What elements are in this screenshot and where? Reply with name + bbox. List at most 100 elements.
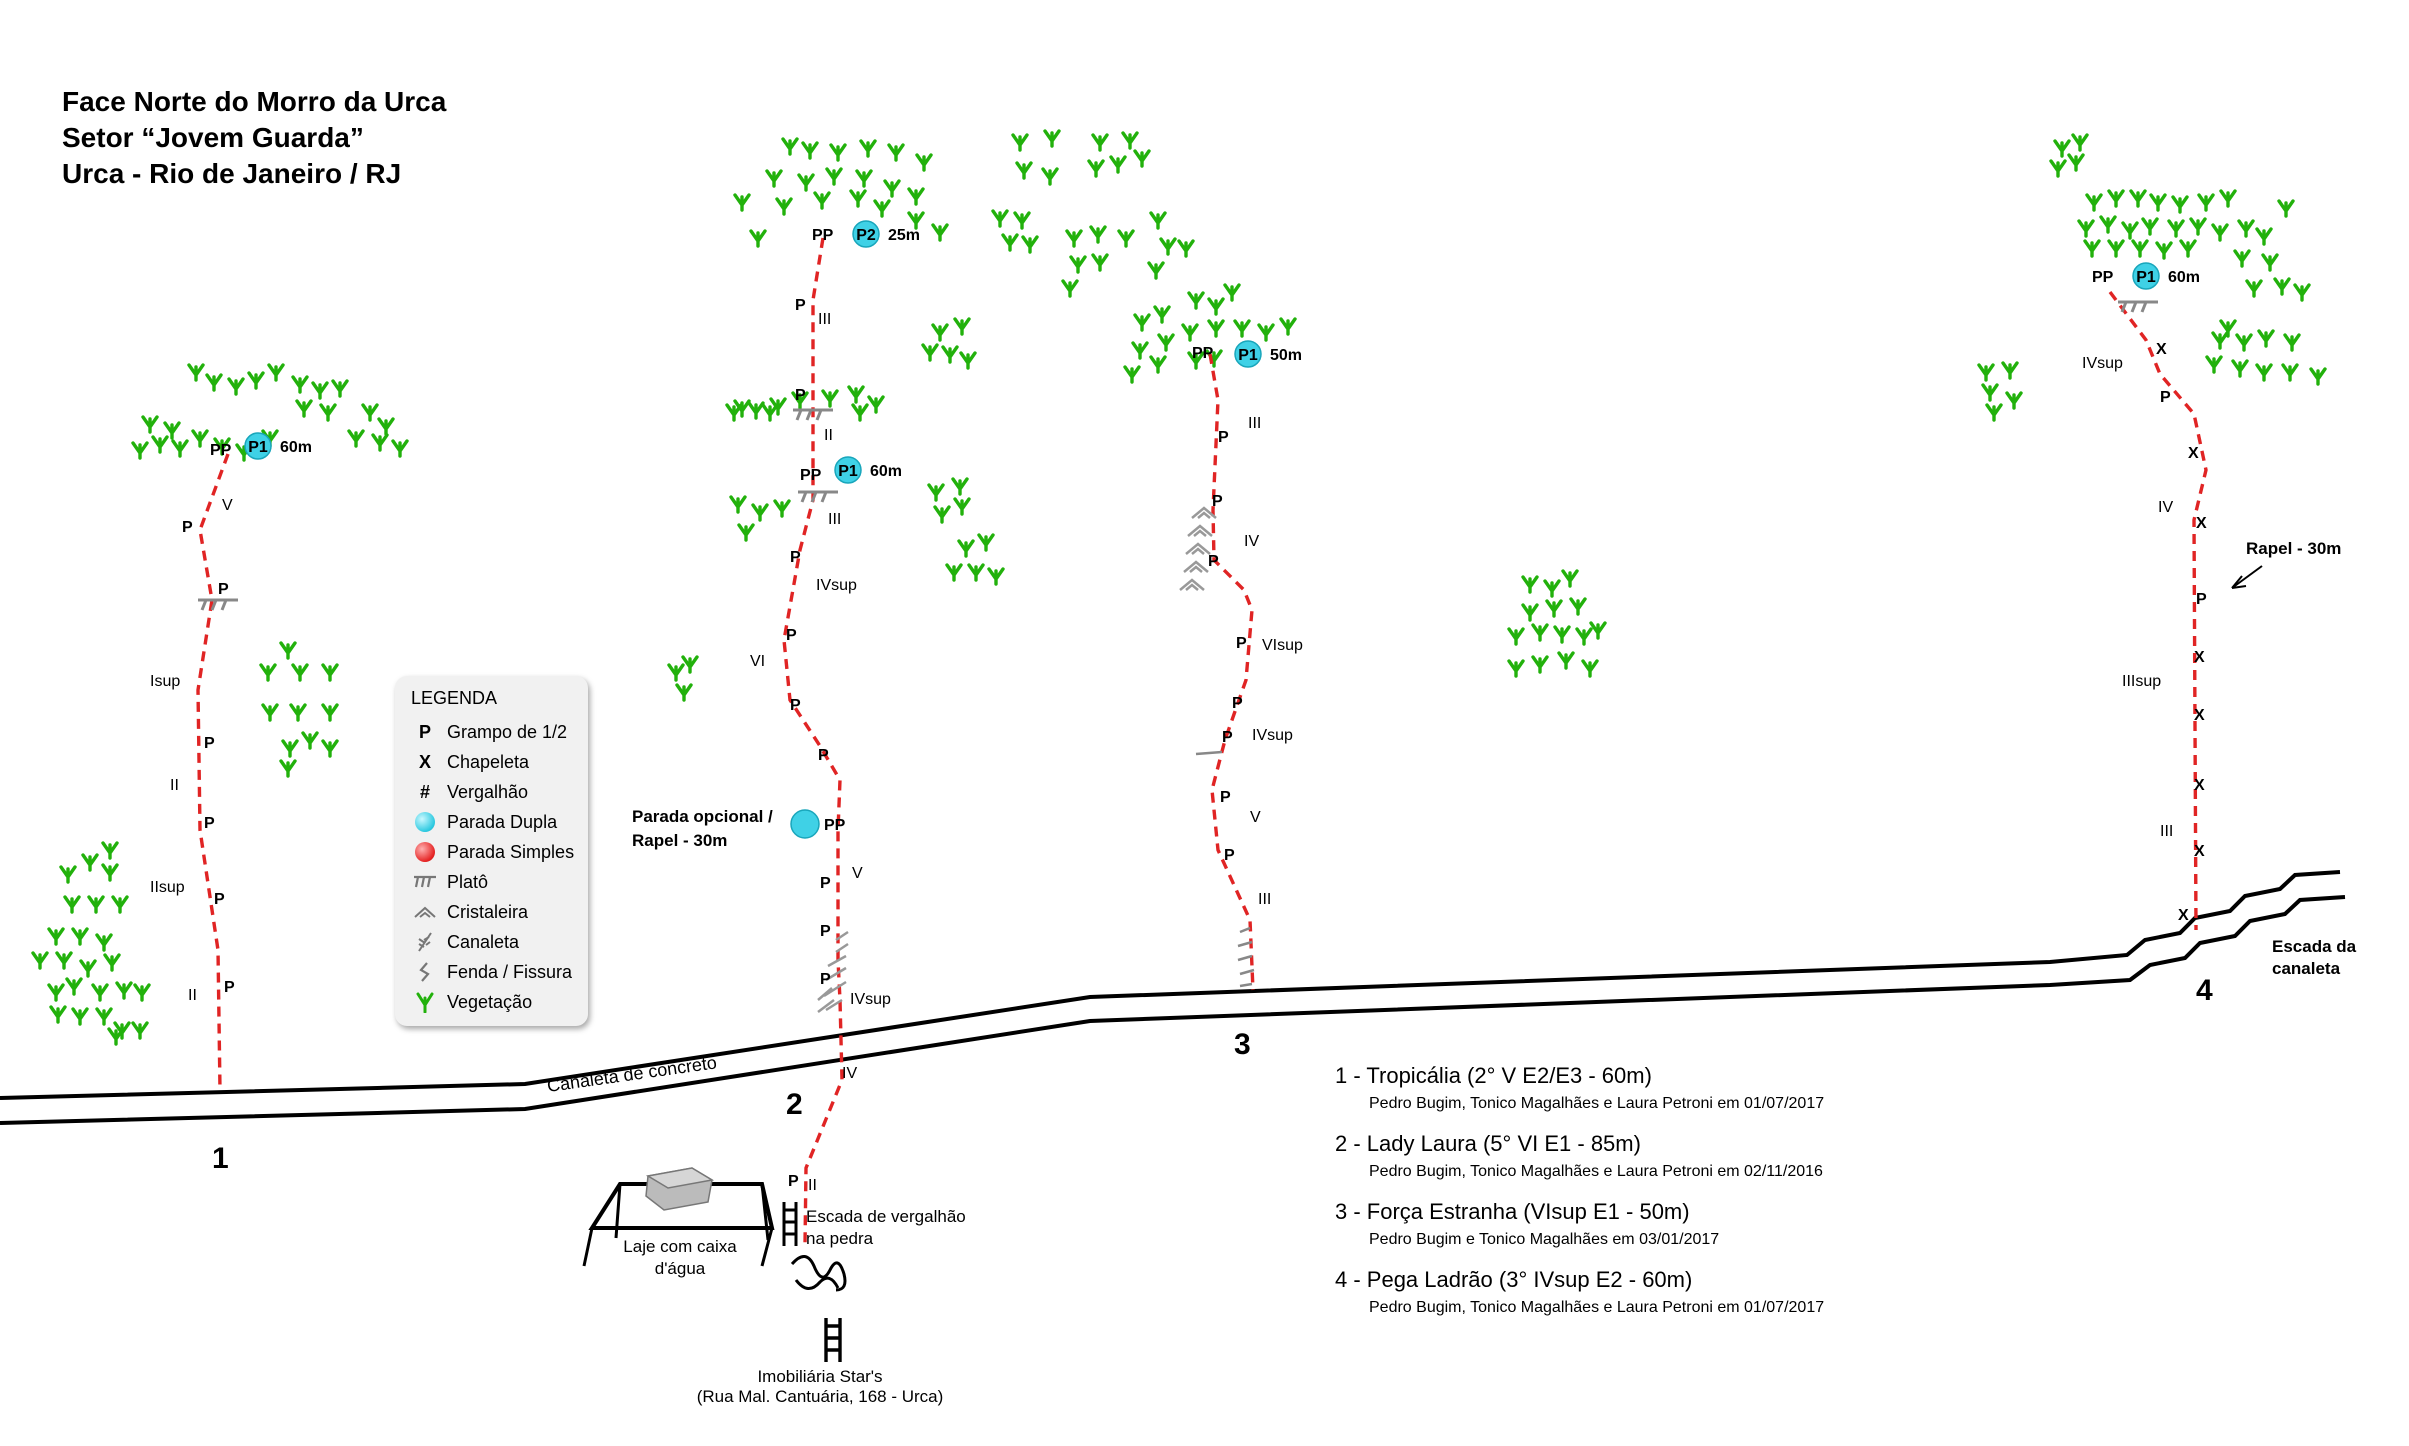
legend-item-chapeleta: X Chapeleta	[395, 748, 588, 778]
svg-text:P2: P2	[856, 227, 876, 244]
svg-text:P: P	[1232, 695, 1243, 712]
fenda-icon	[1195, 750, 1255, 988]
route-3-line	[1208, 353, 1255, 991]
imobiliaria-label-2: (Rua Mal. Cantuária, 168 - Urca)	[697, 1387, 944, 1406]
chapeleta-icon: X	[418, 751, 431, 772]
svg-text:P: P	[820, 923, 831, 940]
svg-text:III: III	[1248, 415, 1261, 432]
rebar-ladder-icon	[782, 1202, 798, 1246]
canal-label: Canaleta de concreto	[546, 1052, 718, 1096]
svg-text:X: X	[2194, 649, 2205, 666]
route-list: 1 - Tropicália (2° V E2/E3 - 60m) Pedro …	[1335, 1063, 1824, 1335]
escada-vergalhao-label-1: Escada de vergalhão	[806, 1207, 966, 1226]
svg-text:P: P	[795, 297, 806, 314]
legend-item-plato: Platô	[395, 868, 588, 898]
svg-text:Rapel - 30m: Rapel - 30m	[632, 831, 727, 850]
imobiliaria-label-1: Imobiliária Star's	[757, 1367, 882, 1386]
svg-text:VIsup: VIsup	[1262, 637, 1303, 654]
legend-item-vergalhao: # Vergalhão	[395, 778, 588, 808]
svg-text:P: P	[1236, 635, 1247, 652]
svg-text:Parada opcional /: Parada opcional /	[632, 807, 773, 826]
plato-icon	[196, 300, 2160, 612]
station-r1-p1: P1 60m	[244, 432, 312, 460]
svg-text:X: X	[2178, 907, 2189, 924]
route-authors: Pedro Bugim, Tonico Magalhães e Laura Pe…	[1369, 1163, 1823, 1180]
svg-text:IV: IV	[1244, 533, 1259, 550]
svg-text:1: 1	[212, 1142, 229, 1175]
svg-text:PP: PP	[1192, 345, 1214, 362]
legend-title: LEGENDA	[411, 688, 498, 708]
svg-text:II: II	[170, 777, 179, 794]
svg-text:VI: VI	[750, 653, 765, 670]
route-1-line	[196, 453, 230, 1091]
svg-text:P: P	[204, 815, 215, 832]
cyan-circle-icon	[413, 810, 437, 834]
legend-item-cristaleira: Cristaleira	[395, 898, 588, 928]
diagram-title: Face Norte do Morro da Urca Setor “Jovem…	[62, 84, 446, 192]
svg-text:PP: PP	[2092, 269, 2114, 286]
fenda-icon	[413, 960, 437, 984]
legend-item-grampo: P Grampo de 1/2	[395, 718, 588, 748]
svg-text:P: P	[1222, 729, 1233, 746]
vegetation-icon	[413, 990, 437, 1014]
svg-text:P: P	[820, 971, 831, 988]
svg-text:P: P	[182, 519, 193, 536]
route-authors: Pedro Bugim, Tonico Magalhães e Laura Pe…	[1369, 1095, 1825, 1112]
svg-text:P1: P1	[248, 439, 268, 456]
svg-text:PP: PP	[210, 442, 232, 459]
route-authors: Pedro Bugim, Tonico Magalhães e Laura Pe…	[1369, 1299, 1825, 1316]
grades: V Isup II IIsup II III II III IVsup VI V…	[150, 311, 2173, 1194]
grampo-icon: P	[418, 721, 431, 742]
svg-text:P: P	[1224, 847, 1235, 864]
svg-text:III: III	[818, 311, 831, 328]
svg-text:P: P	[1218, 429, 1229, 446]
svg-text:V: V	[222, 497, 233, 514]
svg-text:X: X	[2194, 777, 2205, 794]
svg-text:P: P	[1212, 493, 1223, 510]
parada-opcional: Parada opcional / Rapel - 30m	[632, 807, 820, 850]
route-entry: 4 - Pega Ladrão (3° IVsup E2 - 60m) Pedr…	[1335, 1267, 1824, 1335]
svg-text:P: P	[1208, 553, 1219, 570]
svg-text:P1: P1	[1238, 347, 1258, 364]
svg-text:P: P	[820, 875, 831, 892]
svg-text:III: III	[828, 511, 841, 528]
title-line-2: Setor “Jovem Guarda”	[62, 122, 364, 153]
svg-text:P: P	[2196, 591, 2207, 608]
legend-item-parada-simples: Parada Simples	[395, 838, 588, 868]
svg-text:P: P	[218, 581, 229, 598]
svg-text:IVsup: IVsup	[816, 577, 857, 594]
station-r3-p1: P1 50m	[1234, 340, 1302, 368]
svg-text:III: III	[2160, 823, 2173, 840]
svg-text:60m: 60m	[870, 463, 902, 480]
cristaleira-icon	[1178, 506, 1218, 592]
svg-text:X: X	[2156, 341, 2167, 358]
station-r4-p1: P1 60m	[2132, 262, 2200, 290]
svg-text:Isup: Isup	[150, 673, 180, 690]
laje-water-tank: Laje com caixa d'água	[582, 1167, 775, 1278]
cristaleira-icon	[413, 900, 437, 924]
rapel-arrow: Rapel - 30m	[2231, 539, 2341, 589]
plato-icon	[413, 870, 437, 894]
svg-text:II: II	[808, 1177, 817, 1194]
svg-text:II: II	[188, 987, 197, 1004]
svg-text:IV: IV	[2158, 499, 2173, 516]
svg-text:IV: IV	[842, 1065, 857, 1082]
svg-text:P: P	[818, 747, 829, 764]
route-name: 2 - Lady Laura (5° VI E1 - 85m)	[1335, 1131, 1641, 1156]
svg-text:X: X	[2194, 707, 2205, 724]
svg-text:II: II	[824, 427, 833, 444]
title-line-1: Face Norte do Morro da Urca	[62, 86, 447, 117]
svg-text:V: V	[1250, 809, 1261, 826]
route-entry: 3 - Força Estranha (VIsup E1 - 50m) Pedr…	[1335, 1199, 1824, 1267]
legend-item-fenda: Fenda / Fissura	[395, 958, 588, 988]
svg-text:IIsup: IIsup	[150, 879, 185, 896]
station-r2-p2: P2 25m	[852, 220, 920, 248]
station-r2-p1: P1 60m	[834, 456, 902, 484]
route-4-line	[2108, 290, 2208, 931]
svg-text:V: V	[852, 865, 863, 882]
svg-text:P: P	[1220, 789, 1231, 806]
svg-text:P: P	[786, 627, 797, 644]
escada-canaleta-label-2: canaleta	[2272, 959, 2341, 978]
svg-text:PP: PP	[824, 817, 846, 834]
